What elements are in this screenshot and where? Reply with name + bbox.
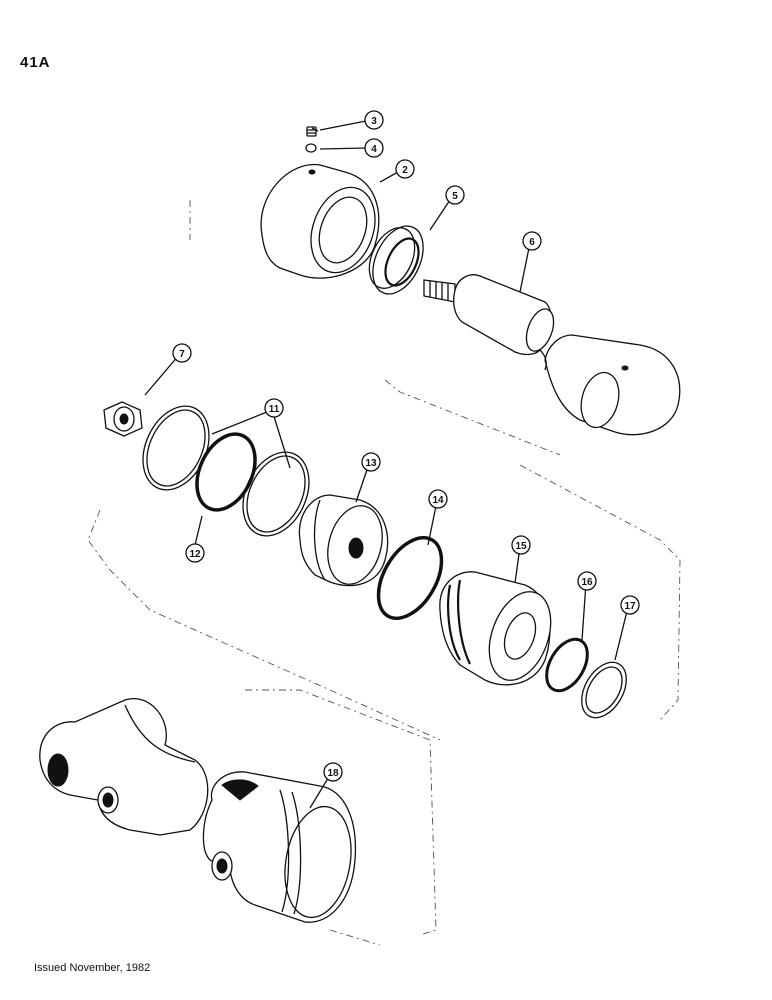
- svg-text:12: 12: [189, 549, 201, 560]
- assembly-guide-lines: [87, 200, 681, 946]
- svg-text:15: 15: [515, 541, 527, 552]
- part-3-set-screw: [306, 126, 317, 137]
- part-12-o-ring: [195, 432, 257, 512]
- callout-leaders: [144, 120, 629, 809]
- svg-text:17: 17: [624, 601, 636, 612]
- part-11-backup-rings: [142, 405, 310, 537]
- svg-text:16: 16: [581, 577, 593, 588]
- callout-2: 2: [395, 159, 415, 179]
- callout-6: 6: [522, 231, 542, 251]
- svg-text:14: 14: [432, 495, 444, 506]
- svg-text:6: 6: [529, 237, 535, 248]
- callout-12: 12: [185, 543, 205, 563]
- callout-14: 14: [428, 489, 448, 509]
- callout-16: 16: [577, 571, 597, 591]
- callout-7: 7: [172, 343, 192, 363]
- part-18-cylinder-barrel: [202, 771, 357, 923]
- part-4-ball: [305, 143, 317, 153]
- svg-text:5: 5: [452, 191, 458, 202]
- svg-text:7: 7: [179, 349, 185, 360]
- callout-5: 5: [445, 185, 465, 205]
- part-15-gland: [439, 571, 552, 686]
- callout-3: 3: [364, 110, 384, 130]
- svg-text:18: 18: [327, 768, 339, 779]
- svg-text:11: 11: [269, 404, 280, 415]
- callout-17: 17: [620, 595, 640, 615]
- part-2-gland-nut: [260, 163, 380, 279]
- part-7-nut: [103, 401, 143, 437]
- svg-text:4: 4: [371, 144, 377, 155]
- svg-text:13: 13: [365, 458, 377, 469]
- part-17-backup-ring: [581, 661, 627, 719]
- callout-15: 15: [511, 535, 531, 555]
- callout-18: 18: [323, 762, 343, 782]
- part-16-o-ring: [545, 637, 589, 693]
- page-number: 41A: [20, 54, 51, 71]
- part-6-piston-rod: [423, 274, 681, 436]
- issued-date-footer: Issued November, 1982: [34, 962, 151, 974]
- part-14-o-ring: [376, 535, 444, 621]
- svg-text:3: 3: [371, 116, 377, 127]
- callout-13: 13: [361, 452, 381, 472]
- svg-text:2: 2: [402, 165, 408, 176]
- part-5-wiper-seal: [368, 225, 424, 295]
- cylinder-base-end: [39, 697, 209, 836]
- callout-11: 11: [264, 398, 284, 418]
- callout-4: 4: [364, 138, 384, 158]
- part-13-piston: [298, 494, 389, 587]
